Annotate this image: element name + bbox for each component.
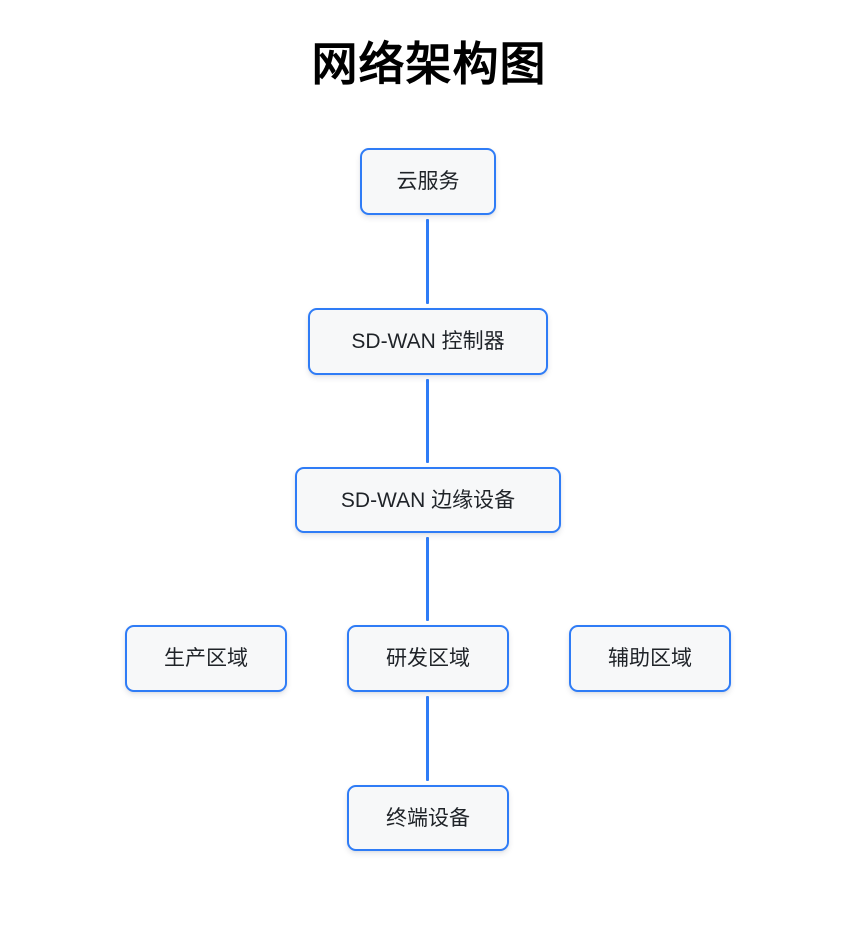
node-label: 终端设备	[386, 806, 470, 830]
connector-cloud-to-controller	[426, 219, 429, 304]
node-sdwan-edge-device[interactable]: SD-WAN 边缘设备	[295, 467, 561, 533]
node-terminal-device[interactable]: 终端设备	[347, 785, 509, 851]
connector-rnd-zone-to-terminal-device	[426, 696, 429, 781]
node-label: SD-WAN 边缘设备	[340, 488, 516, 512]
node-label: 研发区域	[386, 647, 470, 670]
node-label: 生产区域	[164, 647, 248, 670]
connector-edge-device-to-rnd-zone	[426, 537, 429, 621]
node-label: 云服务	[396, 170, 460, 193]
node-sdwan-controller[interactable]: SD-WAN 控制器	[308, 308, 548, 375]
connector-controller-to-edge-device	[426, 379, 429, 463]
node-label: SD-WAN 控制器	[351, 330, 505, 353]
node-production-zone[interactable]: 生产区域	[125, 625, 287, 692]
node-rnd-zone[interactable]: 研发区域	[347, 625, 509, 692]
node-label: 辅助区域	[608, 647, 692, 670]
node-cloud-service[interactable]: 云服务	[360, 148, 496, 215]
page-title: 网络架构图	[311, 38, 547, 90]
node-auxiliary-zone[interactable]: 辅助区域	[569, 625, 731, 692]
